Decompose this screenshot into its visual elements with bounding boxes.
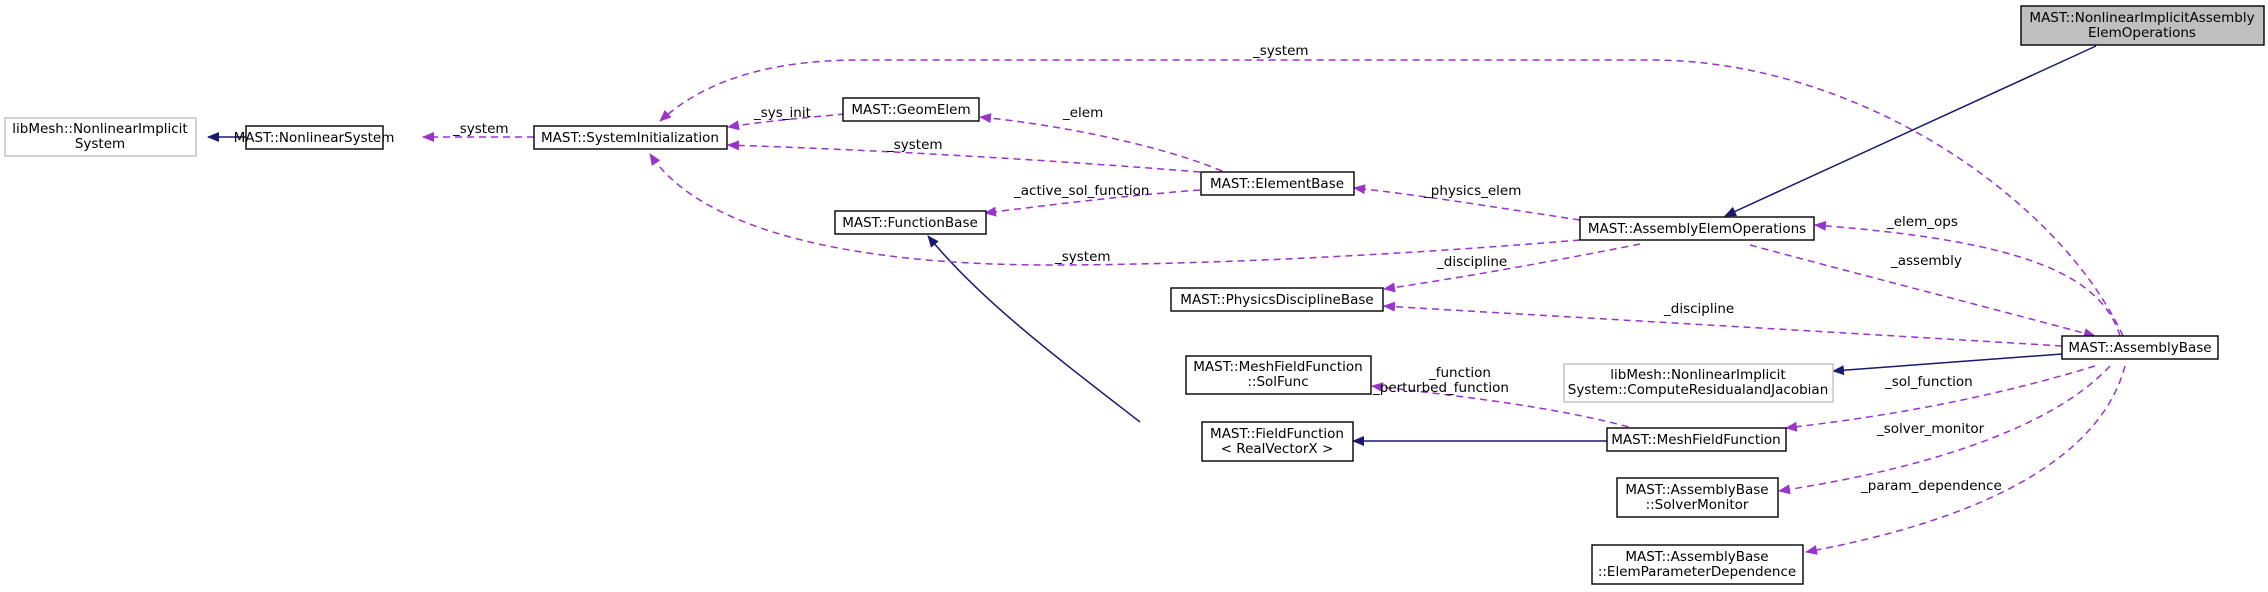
edge-label-assembly: _assembly bbox=[1890, 253, 1962, 269]
edge-label-system-top: _system bbox=[1252, 43, 1309, 59]
svg-text:MAST::ElementBase: MAST::ElementBase bbox=[1210, 176, 1344, 192]
edge-label-system-element: _system bbox=[886, 137, 943, 153]
edge-assemblybase-discipline bbox=[1383, 301, 2063, 347]
svg-text:< RealVectorX >: < RealVectorX > bbox=[1221, 441, 1334, 457]
node-function-base[interactable]: MAST::FunctionBase bbox=[834, 210, 987, 235]
node-assembly-base-elem-parameter-dependence[interactable]: MAST::AssemblyBase ::ElemParameterDepend… bbox=[1591, 544, 1804, 585]
node-assembly-base-solver-monitor[interactable]: MAST::AssemblyBase ::SolverMonitor bbox=[1616, 477, 1779, 518]
node-geom-elem[interactable]: MAST::GeomElem bbox=[842, 97, 980, 122]
edge-assemblybase-param-dependence bbox=[1805, 365, 2126, 555]
edge-label-param-dependence: _param_dependence bbox=[1860, 478, 2002, 494]
edge-assemblybase-solver-monitor bbox=[1778, 365, 2111, 495]
edge-assemblyelemops-discipline bbox=[1383, 243, 1641, 293]
svg-text:MAST::AssemblyBase: MAST::AssemblyBase bbox=[2068, 340, 2211, 356]
edge-label-discipline-ops: _discipline bbox=[1436, 254, 1507, 270]
edge-label-elem: _elem bbox=[1062, 105, 1103, 121]
svg-text:MAST::FieldFunction: MAST::FieldFunction bbox=[1210, 426, 1344, 442]
node-assembly-elem-operations[interactable]: MAST::AssemblyElemOperations bbox=[1579, 216, 1815, 241]
edge-nonlinearimplicit-to-assemblyelemops bbox=[1724, 45, 2097, 217]
svg-text:libMesh::NonlinearImplicit: libMesh::NonlinearImplicit bbox=[12, 121, 187, 137]
node-mesh-field-function-solfunc[interactable]: MAST::MeshFieldFunction ::SolFunc bbox=[1185, 355, 1372, 395]
edge-label-discipline-base: _discipline bbox=[1663, 301, 1734, 317]
edge-label-perturbed-function: _perturbed_function bbox=[1372, 380, 1509, 396]
svg-text:libMesh::NonlinearImplicit: libMesh::NonlinearImplicit bbox=[1610, 367, 1785, 383]
svg-text:MAST::PhysicsDisciplineBase: MAST::PhysicsDisciplineBase bbox=[1180, 292, 1373, 308]
node-nonlinear-implicit-assembly-elem-operations[interactable]: MAST::NonlinearImplicitAssembly ElemOper… bbox=[2020, 5, 2265, 46]
edge-label-system-assembly-ops: _system bbox=[1054, 249, 1111, 265]
svg-text:System::ComputeResidualandJaco: System::ComputeResidualandJacobian bbox=[1568, 382, 1829, 398]
svg-text:MAST::GeomElem: MAST::GeomElem bbox=[851, 102, 970, 118]
svg-text:MAST::FunctionBase: MAST::FunctionBase bbox=[842, 215, 978, 231]
svg-text:MAST::AssemblyBase: MAST::AssemblyBase bbox=[1625, 549, 1768, 565]
svg-text:::SolverMonitor: ::SolverMonitor bbox=[1646, 497, 1749, 513]
edge-label-function: _function bbox=[1428, 365, 1491, 381]
edge-fieldfunction-to-functionbase bbox=[927, 235, 1141, 423]
svg-text:MAST::SystemInitialization: MAST::SystemInitialization bbox=[541, 130, 719, 146]
edge-geomelem-sysinit bbox=[727, 113, 846, 131]
node-nonlinear-system[interactable]: MAST::NonlinearSystem bbox=[234, 125, 395, 150]
svg-text:MAST::NonlinearImplicitAssembl: MAST::NonlinearImplicitAssembly bbox=[2029, 10, 2254, 26]
svg-text:ElemOperations: ElemOperations bbox=[2088, 25, 2196, 41]
svg-text:MAST::MeshFieldFunction: MAST::MeshFieldFunction bbox=[1611, 432, 1780, 448]
edge-assemblybase-system-top bbox=[659, 59, 2124, 337]
node-physics-discipline-base[interactable]: MAST::PhysicsDisciplineBase bbox=[1170, 287, 1384, 312]
edge-label-system-nonlinear: _system bbox=[452, 121, 509, 137]
node-assembly-base[interactable]: MAST::AssemblyBase bbox=[2061, 335, 2219, 360]
edge-meshfieldfunction-function bbox=[1371, 382, 1641, 431]
svg-text:::ElemParameterDependence: ::ElemParameterDependence bbox=[1598, 564, 1796, 580]
edge-label-sys-init: _sys_init bbox=[753, 105, 811, 121]
svg-text:System: System bbox=[75, 136, 125, 152]
edge-label-elem-ops: _elem_ops bbox=[1886, 214, 1958, 230]
svg-text:MAST::NonlinearSystem: MAST::NonlinearSystem bbox=[234, 130, 395, 146]
edge-assemblyelemops-physics-elem bbox=[1353, 184, 1581, 221]
svg-text:::SolFunc: ::SolFunc bbox=[1247, 374, 1308, 390]
edge-label-sol-function: _sol_function bbox=[1884, 374, 1973, 390]
node-field-function-realvectorx[interactable]: MAST::FieldFunction < RealVectorX > bbox=[1201, 421, 1354, 462]
svg-text:MAST::MeshFieldFunction: MAST::MeshFieldFunction bbox=[1193, 359, 1362, 375]
node-libmesh-compute-residual-and-jacobian[interactable]: libMesh::NonlinearImplicit System::Compu… bbox=[1563, 363, 1834, 403]
node-libmesh-nonlinear-implicit-system[interactable]: libMesh::NonlinearImplicit System bbox=[4, 117, 197, 157]
edge-assemblybase-elem-ops bbox=[1814, 220, 2121, 337]
node-element-base[interactable]: MAST::ElementBase bbox=[1200, 171, 1355, 196]
svg-text:MAST::AssemblyBase: MAST::AssemblyBase bbox=[1625, 482, 1768, 498]
edge-assemblybase-to-computeresidual bbox=[1832, 353, 2063, 376]
edge-assemblyelemops-system bbox=[649, 153, 1581, 266]
edge-assemblyelemops-assembly bbox=[1749, 244, 2096, 338]
edge-label-solver-monitor: _solver_monitor bbox=[1876, 421, 1985, 437]
svg-text:MAST::AssemblyElemOperations: MAST::AssemblyElemOperations bbox=[1588, 221, 1806, 237]
edge-assemblybase-sol-function bbox=[1785, 365, 2096, 432]
edge-label-physics-elem: _physics_elem bbox=[1423, 183, 1521, 199]
node-mesh-field-function[interactable]: MAST::MeshFieldFunction bbox=[1606, 427, 1787, 452]
edge-elementbase-elem bbox=[979, 113, 1223, 172]
edge-label-active-sol-function: _active_sol_function bbox=[1013, 183, 1149, 199]
edge-elementbase-active-sol-function bbox=[984, 189, 1201, 217]
node-system-initialization[interactable]: MAST::SystemInitialization bbox=[533, 125, 728, 150]
edge-elementbase-system bbox=[727, 140, 1201, 173]
